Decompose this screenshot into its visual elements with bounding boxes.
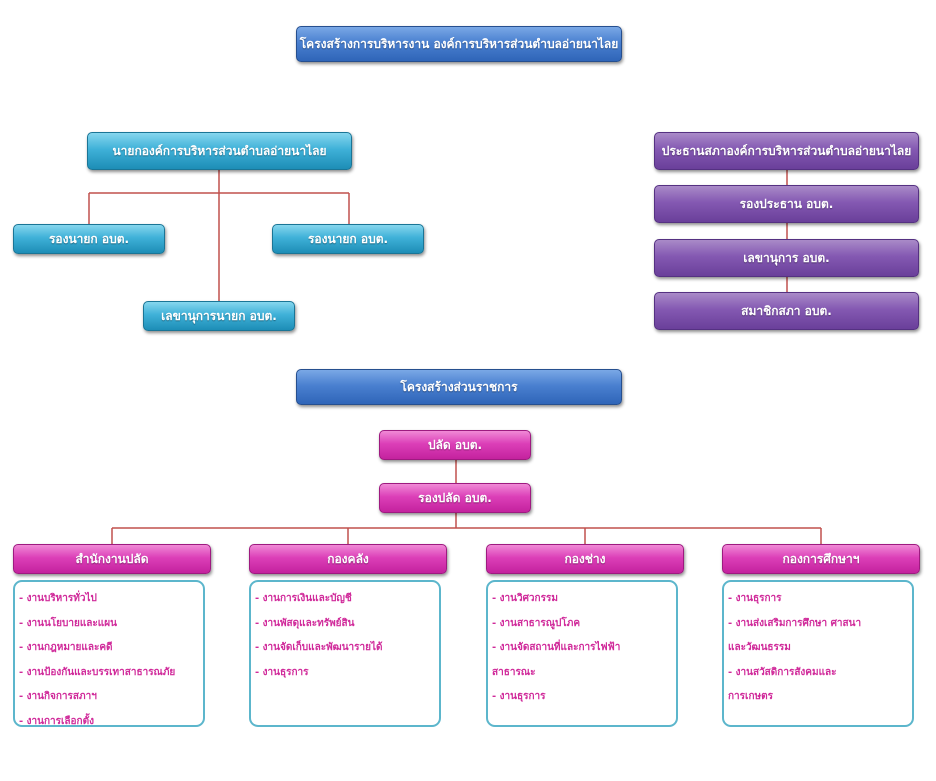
list-item: - งานธุรการ xyxy=(728,593,782,604)
dept-header-finance: กองคลัง xyxy=(249,544,447,574)
list-item: - งานบริหารทั่วไป xyxy=(19,593,97,604)
list-item: และวัฒนธรรม xyxy=(728,642,791,653)
list-item: - งานวิศวกรรม xyxy=(492,593,558,604)
dept-header-engineering: กองช่าง xyxy=(486,544,684,574)
mayor-box: นายกองค์การบริหารส่วนตำบลอ่ายนาไลย xyxy=(87,132,352,170)
dept-list-finance: - งานการเงินและบัญชี - งานพัสดุและทรัพย์… xyxy=(249,580,441,727)
deputy-mayor-left-box: รองนายก อบต. xyxy=(13,224,165,254)
list-item: - งานสวัสดิการสังคมและ xyxy=(728,666,837,678)
list-item: สาธารณะ xyxy=(492,666,536,678)
list-item: - งานพัสดุและทรัพย์สิน xyxy=(255,617,355,629)
list-item: - งานจัดเก็บและพัฒนารายได้ xyxy=(255,642,383,653)
council-vice-president-box: รองประธาน อบต. xyxy=(654,185,919,223)
dept-list-engineering: - งานวิศวกรรม - งานสาธารณูปโภค - งานจัดส… xyxy=(486,580,678,727)
admin-structure-title: โครงสร้างส่วนราชการ xyxy=(296,369,622,405)
council-president-box: ประธานสภาองค์การบริหารส่วนตำบลอ่ายนาไลย xyxy=(654,132,919,170)
list-item: - งานการเลือกตั้ง xyxy=(19,715,94,727)
list-item: การเกษตร xyxy=(728,691,773,702)
council-secretary-box: เลขานุการ อบต. xyxy=(654,239,919,277)
list-item: - งานธุรการ xyxy=(255,666,309,678)
list-item: - งานธุรการ xyxy=(492,691,546,702)
list-item: - งานนโยบายและแผน xyxy=(19,617,117,629)
list-item: - งานสาธารณูปโภค xyxy=(492,617,581,629)
mayor-secretary-box: เลขานุการนายก อบต. xyxy=(143,301,295,331)
council-member-box: สมาชิกสภา อบต. xyxy=(654,292,919,330)
deputy-mayor-right-box: รองนายก อบต. xyxy=(272,224,424,254)
page-title: โครงสร้างการบริหารงาน องค์การบริหารส่วนต… xyxy=(296,26,622,62)
dept-list-education: - งานธุรการ - งานส่งเสริมการศึกษา ศาสนา … xyxy=(722,580,914,727)
list-item: - งานการเงินและบัญชี xyxy=(255,593,352,604)
list-item: - งานส่งเสริมการศึกษา ศาสนา xyxy=(728,617,862,629)
list-item: - งานจัดสถานที่และการไฟฟ้า xyxy=(492,642,621,653)
dept-header-education: กองการศึกษาฯ xyxy=(722,544,920,574)
dept-header-palat-office: สำนักงานปลัด xyxy=(13,544,211,574)
dept-list-palat-office: - งานบริหารทั่วไป - งานนโยบายและแผน - งา… xyxy=(13,580,205,727)
deputy-palat-box: รองปลัด อบต. xyxy=(379,483,531,513)
list-item: - งานกฎหมายและคดี xyxy=(19,642,113,653)
list-item: - งานกิจการสภาฯ xyxy=(19,691,97,702)
palat-box: ปลัด อบต. xyxy=(379,430,531,460)
list-item: - งานป้องกันและบรรเทาสาธารณภัย xyxy=(19,666,176,678)
